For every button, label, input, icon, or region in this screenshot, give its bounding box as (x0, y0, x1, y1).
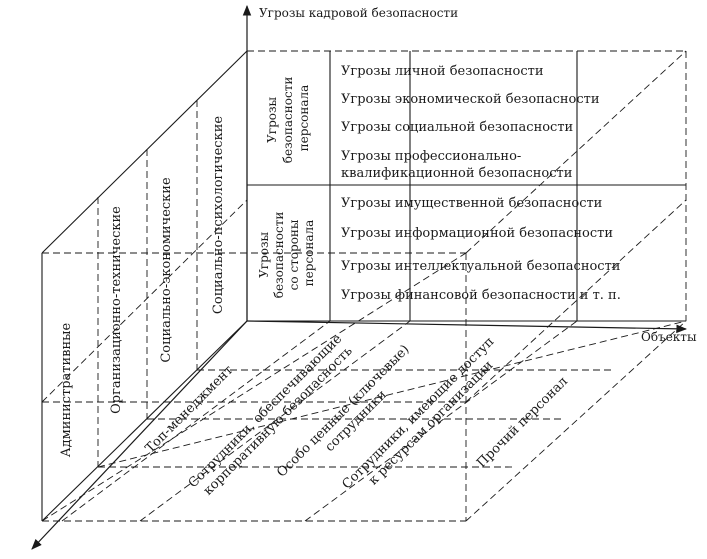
threat-panel (246, 50, 687, 322)
threat-item: Угрозы финансовой безопасности и т. п. (341, 288, 621, 303)
threat-item-continued: квалификационной безопасности (341, 166, 572, 181)
method-label-organizational-technical: Организационно-технические (109, 206, 124, 414)
method-label-socio-psychological: Социально-психологические (211, 116, 226, 314)
method-label-socio-economic: Социально-экономические (159, 177, 174, 363)
horizontal-axis-label: Объекты (641, 330, 697, 344)
depth-axis-arrow (31, 320, 248, 550)
threat-item: Угрозы личной безопасности (341, 64, 544, 79)
threat-list: Угрозы личной безопасности Угрозы эконом… (341, 64, 621, 303)
horizontal-axis-arrow (246, 320, 688, 334)
threat-item: Угрозы профессионально- (341, 149, 521, 164)
object-label-key-employees: Особо ценные (ключевые) сотрудники (274, 339, 427, 492)
object-label-other-staff: Прочий персонал (474, 374, 571, 471)
objects-panel (41, 50, 687, 522)
threat-item: Угрозы имущественной безопасности (341, 196, 602, 211)
threat-item: Угрозы экономической безопасности (341, 92, 600, 107)
group-label-personnel-safety: Угрозы безопасности персонала (265, 73, 311, 163)
methods-panel (41, 50, 248, 522)
threat-item: Угрозы социальной безопасности (341, 120, 573, 135)
vertical-axis-label: Угрозы кадровой безопасности (259, 6, 458, 20)
threat-item: Угрозы информационной безопасности (341, 226, 613, 241)
method-label-administrative: Административные (59, 323, 74, 458)
group-label-from-personnel: Угрозы безопасности со стороны персонала (257, 208, 316, 298)
threat-item: Угрозы интеллектуальной безопасности (341, 259, 620, 274)
